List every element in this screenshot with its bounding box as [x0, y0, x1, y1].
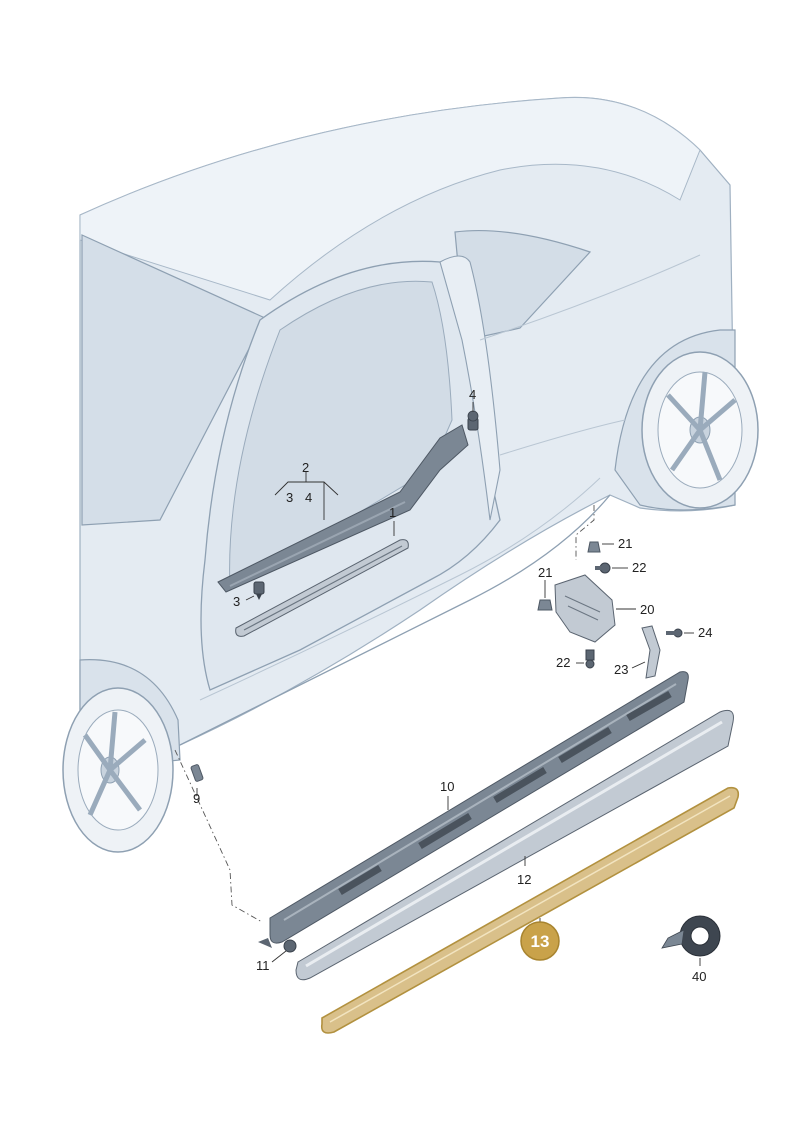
- sill-line: [179, 494, 611, 746]
- label-part-21-left: 21: [538, 565, 552, 580]
- bracket-part-23: [641, 625, 661, 679]
- label-part-9: 9: [193, 791, 200, 806]
- label-part-11: 11: [256, 958, 270, 973]
- car-roof: [79, 96, 701, 301]
- label-part-23: 23: [614, 662, 628, 677]
- rear-wheel: [641, 351, 759, 509]
- label-part-22-bottom: 22: [556, 655, 570, 670]
- clip-part-11: [283, 939, 297, 953]
- label-part-12: 12: [517, 872, 531, 887]
- screw-24: [666, 628, 683, 638]
- bolt-21b: [537, 599, 553, 611]
- bolt-21a: [587, 541, 601, 553]
- side-sill-group: [174, 671, 740, 1034]
- body-crease-lower: [499, 419, 626, 456]
- tape-roll-part-40: [661, 915, 721, 957]
- bolt-part-9: [190, 764, 204, 782]
- label-part-24: 24: [698, 625, 712, 640]
- jacking-bracket-group: [537, 505, 683, 679]
- sill-line-inner: [199, 477, 601, 701]
- label-part-3-group: 3: [286, 490, 293, 505]
- clip-part-3: [253, 581, 265, 600]
- sill-carrier-part-10: [269, 671, 689, 944]
- label-part-1: 1: [389, 505, 396, 520]
- label-part-22-top: 22: [632, 560, 646, 575]
- body-crease: [479, 254, 701, 341]
- label-part-4: 4: [469, 387, 476, 402]
- highlight-badge-part-13: 13: [520, 921, 560, 961]
- label-part-40: 40: [692, 969, 706, 984]
- b-pillar: [439, 255, 501, 521]
- bracket-part-20: [554, 574, 616, 643]
- label-part-4-group: 4: [305, 490, 312, 505]
- screw-22a: [595, 562, 611, 574]
- sill-trim-panel: [217, 424, 469, 593]
- trim-strip-part-13: [320, 786, 740, 1034]
- clip-part-4: [467, 410, 479, 431]
- label-part-3: 3: [233, 594, 240, 609]
- front-wheel: [62, 687, 174, 853]
- bracket-link-line: [575, 505, 595, 560]
- car-body-illustration: [62, 96, 759, 853]
- label-part-10: 10: [440, 779, 454, 794]
- callout-labels: 1 2 3 4 3 4 9 10 11 12 13 20 21 21 22 22…: [193, 387, 712, 984]
- label-part-20: 20: [640, 602, 654, 617]
- label-part-21-top: 21: [618, 536, 632, 551]
- interior-view: [229, 280, 453, 591]
- windshield: [81, 234, 266, 526]
- sill-link-line: [174, 749, 263, 923]
- leader-lines: [196, 402, 701, 966]
- label-part-13: 13: [531, 932, 550, 951]
- screw-22b: [585, 649, 595, 669]
- door-sill-trim-group: [217, 410, 479, 637]
- label-part-2: 2: [302, 460, 309, 475]
